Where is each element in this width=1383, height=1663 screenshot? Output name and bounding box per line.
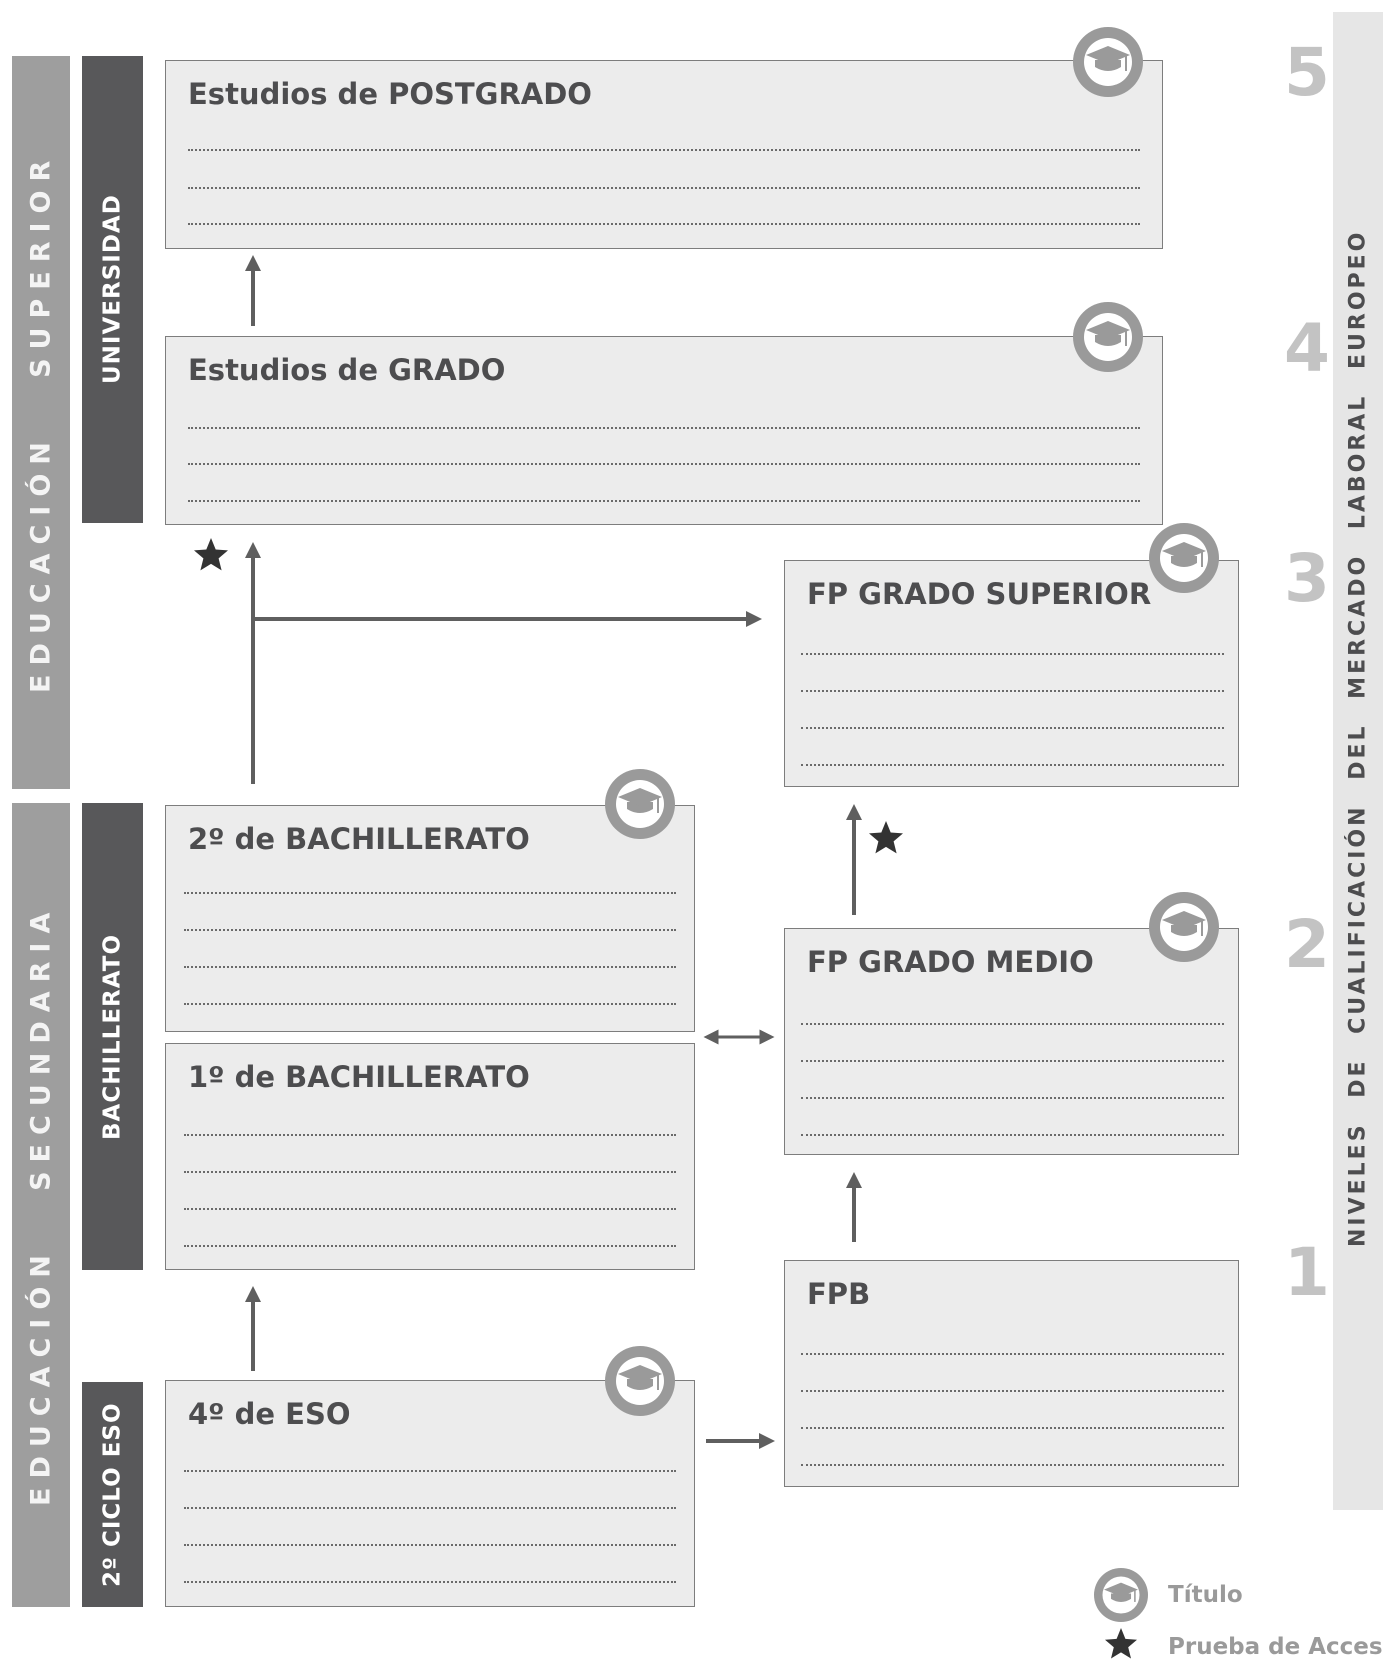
graduation-cap-icon bbox=[1149, 523, 1219, 593]
box-postgrado-title: Estudios de POSTGRADO bbox=[188, 77, 592, 111]
level-number-5: 5 bbox=[1284, 34, 1330, 111]
fill-line bbox=[801, 727, 1224, 729]
fill-line bbox=[801, 1097, 1224, 1099]
subband-bachillerato: BACHILLERATO bbox=[82, 803, 143, 1270]
fill-line bbox=[184, 1544, 676, 1546]
box-eso4: 4º de ESO bbox=[165, 1380, 695, 1607]
legend-titulo-label: Título bbox=[1168, 1582, 1243, 1608]
box-grado: Estudios de GRADO bbox=[165, 336, 1163, 525]
box-postgrado: Estudios de POSTGRADO bbox=[165, 60, 1163, 249]
fill-line bbox=[184, 966, 676, 968]
fill-line bbox=[801, 1427, 1224, 1429]
band-niveles-cualificacion: NIVELES DE CUALIFICACIÓN DEL MERCADO LAB… bbox=[1333, 12, 1383, 1510]
box-fpb: FPB bbox=[784, 1260, 1239, 1487]
level-number-1: 1 bbox=[1284, 1234, 1330, 1311]
fill-line bbox=[184, 1581, 676, 1583]
box-grado-title: Estudios de GRADO bbox=[188, 353, 506, 387]
fill-line bbox=[184, 1507, 676, 1509]
subband-eso: 2º CICLO ESO bbox=[82, 1382, 143, 1607]
fill-line bbox=[184, 1245, 676, 1247]
fill-line bbox=[801, 1134, 1224, 1136]
fill-line bbox=[188, 187, 1140, 189]
box-fp-superior: FP GRADO SUPERIOR bbox=[784, 560, 1239, 787]
band-niveles-cualificacion-label: NIVELES DE CUALIFICACIÓN DEL MERCADO LAB… bbox=[1345, 229, 1371, 1247]
graduation-cap-icon bbox=[1149, 892, 1219, 962]
level-number-4: 4 bbox=[1284, 310, 1330, 387]
fill-line bbox=[184, 1171, 676, 1173]
level-number-3: 3 bbox=[1284, 540, 1330, 617]
fill-line bbox=[184, 892, 676, 894]
fill-line bbox=[801, 1464, 1224, 1466]
fill-line bbox=[801, 653, 1224, 655]
fill-line bbox=[184, 1003, 676, 1005]
subband-universidad: UNIVERSIDAD bbox=[82, 56, 143, 523]
fill-line bbox=[188, 463, 1140, 465]
box-fpb-title: FPB bbox=[807, 1277, 871, 1311]
star-icon bbox=[1105, 1628, 1137, 1659]
fill-line bbox=[801, 1353, 1224, 1355]
box-bach1-title: 1º de BACHILLERATO bbox=[188, 1060, 530, 1094]
fill-line bbox=[184, 1134, 676, 1136]
box-bach2-title: 2º de BACHILLERATO bbox=[188, 822, 530, 856]
box-fp-medio-title: FP GRADO MEDIO bbox=[807, 945, 1094, 979]
star-icon bbox=[194, 538, 228, 571]
box-eso4-title: 4º de ESO bbox=[188, 1397, 351, 1431]
fill-line bbox=[188, 500, 1140, 502]
graduation-cap-icon bbox=[1073, 27, 1143, 97]
fill-line bbox=[188, 427, 1140, 429]
fill-line bbox=[184, 1208, 676, 1210]
graduation-cap-icon bbox=[605, 1346, 675, 1416]
legend-prueba-label: Prueba de Acceso bbox=[1168, 1634, 1383, 1660]
fill-line bbox=[184, 929, 676, 931]
fill-line bbox=[801, 764, 1224, 766]
level-number-2: 2 bbox=[1284, 906, 1330, 983]
graduation-cap-icon bbox=[605, 769, 675, 839]
fill-line bbox=[801, 1060, 1224, 1062]
fill-line bbox=[801, 690, 1224, 692]
box-fp-superior-title: FP GRADO SUPERIOR bbox=[807, 577, 1152, 611]
fill-line bbox=[188, 223, 1140, 225]
band-educacion-superior: EDUCACIÓN SUPERIOR bbox=[12, 56, 70, 789]
box-bach1: 1º de BACHILLERATO bbox=[165, 1043, 695, 1270]
box-bach2: 2º de BACHILLERATO bbox=[165, 805, 695, 1032]
fill-line bbox=[184, 1470, 676, 1472]
box-fp-medio: FP GRADO MEDIO bbox=[784, 928, 1239, 1155]
graduation-cap-icon bbox=[1094, 1568, 1148, 1622]
fill-line bbox=[801, 1390, 1224, 1392]
graduation-cap-icon bbox=[1073, 302, 1143, 372]
star-icon bbox=[869, 821, 903, 854]
fill-line bbox=[801, 1023, 1224, 1025]
fill-line bbox=[188, 149, 1140, 151]
band-educacion-secundaria: EDUCACIÓN SECUNDARIA bbox=[12, 803, 70, 1607]
